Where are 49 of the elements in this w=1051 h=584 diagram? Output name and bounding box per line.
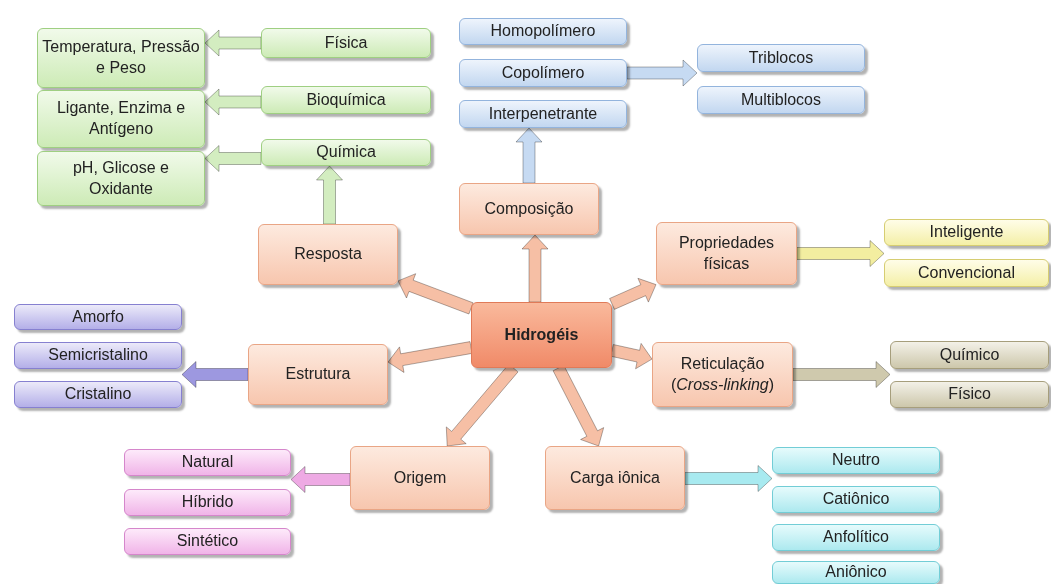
category-box: Inteligente (884, 219, 1049, 246)
category-box: Homopolímero (459, 18, 627, 45)
category-box: Ligante, Enzima e Antígeno (37, 90, 205, 148)
category-box: Catiônico (772, 486, 940, 513)
category-box: Reticulação (Cross-linking) (652, 342, 793, 407)
category-box: Interpenetrante (459, 100, 627, 128)
block-arrow (792, 361, 891, 388)
category-box: Anfolítico (772, 524, 940, 551)
block-arrow (609, 277, 657, 310)
category-box: Estrutura (248, 344, 388, 405)
block-arrow (204, 145, 262, 172)
block-arrow (204, 29, 262, 57)
block-arrow (397, 273, 474, 315)
block-arrow (181, 361, 249, 388)
block-arrow (521, 234, 549, 303)
category-box: Neutro (772, 447, 940, 474)
block-arrow (796, 240, 885, 267)
category-box: Hidrogéis (471, 302, 612, 368)
block-arrow (684, 465, 773, 492)
category-box: Resposta (258, 224, 398, 285)
category-box: Bioquímica (261, 86, 431, 114)
category-box: Sintético (124, 528, 291, 555)
category-box: pH, Glicose e Oxidante (37, 151, 205, 206)
category-box: Temperatura, Pressão e Peso (37, 28, 205, 88)
category-box: Natural (124, 449, 291, 476)
block-arrow (515, 127, 543, 184)
category-box: Híbrido (124, 489, 291, 516)
category-box: Cristalino (14, 381, 182, 408)
block-arrow (316, 165, 343, 225)
block-arrow (387, 341, 473, 373)
category-box: Aniônico (772, 561, 940, 584)
block-arrow (204, 88, 262, 116)
category-box: Triblocos (697, 44, 865, 72)
category-box: Propriedades físicas (656, 222, 797, 285)
category-box: Química (261, 139, 431, 166)
category-box: Convencional (884, 259, 1049, 287)
category-box: Químico (890, 341, 1049, 369)
category-box: Copolímero (459, 59, 627, 87)
category-box: Física (261, 28, 431, 58)
category-box: Origem (350, 446, 490, 510)
category-box: Físico (890, 381, 1049, 408)
category-box: Composição (459, 183, 599, 235)
category-box: Amorfo (14, 304, 182, 330)
block-arrow (626, 59, 698, 87)
category-box: Carga iônica (545, 446, 685, 510)
block-arrow (610, 342, 653, 370)
category-box: Multiblocos (697, 86, 865, 114)
category-box: Semicristalino (14, 342, 182, 369)
block-arrow (290, 466, 351, 493)
